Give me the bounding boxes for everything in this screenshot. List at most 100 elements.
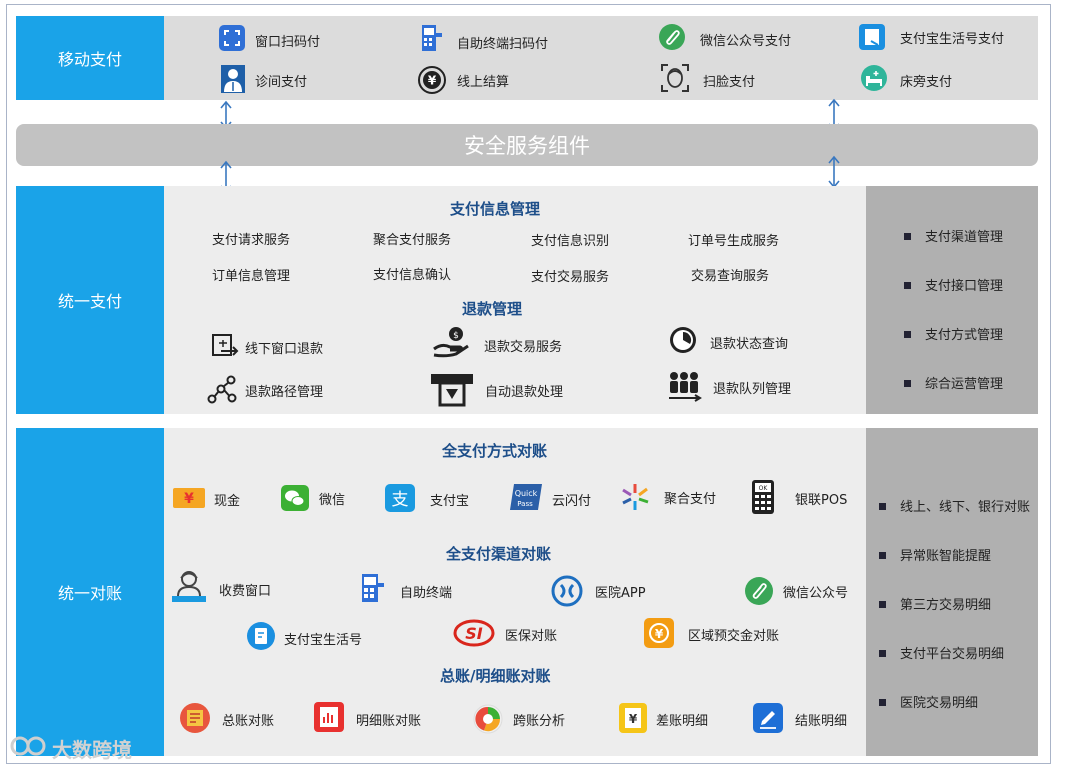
method-label: 微信: [319, 493, 346, 508]
service-item: 支付交易服务: [531, 270, 610, 285]
alipay-icon: 支: [385, 484, 415, 512]
side-menu-item: 异常账智能提醒: [879, 545, 991, 564]
ledger-label: 明细账对账: [356, 714, 422, 729]
service-item: 支付信息识别: [531, 234, 610, 249]
svg-text:$: $: [453, 331, 459, 341]
unified-pay-panel: [164, 186, 866, 414]
watermark-text: 大数跨境: [52, 738, 132, 762]
detail-ledger-icon: [314, 702, 344, 732]
diff-icon: ¥: [619, 703, 647, 733]
reconcile-sidebar: [866, 428, 1038, 756]
ledger-label: 结账明细: [795, 714, 848, 729]
side-menu-label: 异常账智能提醒: [900, 549, 992, 564]
side-menu-item: 支付平台交易明细: [879, 643, 1004, 662]
alipay-life-icon: [859, 24, 885, 50]
side-menu-item: 支付渠道管理: [904, 226, 1003, 245]
pen-icon: [753, 703, 783, 733]
cashier-icon: [172, 571, 206, 602]
svg-text:¥: ¥: [428, 74, 437, 88]
side-menu-label: 支付方式管理: [925, 328, 1004, 343]
security-component-bar: 安全服务组件: [16, 124, 1038, 166]
svg-text:支: 支: [392, 490, 409, 510]
svg-text:Pass: Pass: [517, 500, 533, 508]
refund-item-label: 退款路径管理: [245, 385, 324, 400]
side-menu-label: 第三方交易明细: [900, 598, 992, 613]
side-menu-item: 支付接口管理: [904, 275, 1003, 294]
section-title: 支付信息管理: [450, 200, 541, 218]
svg-text:Quick: Quick: [515, 489, 538, 498]
security-label: 安全服务组件: [464, 134, 590, 158]
mobile-item-label: 支付宝生活号支付: [900, 32, 1005, 47]
paperclip-icon: [745, 577, 773, 605]
channel-label: 医保对账: [505, 629, 558, 644]
ledger-label: 差账明细: [656, 714, 709, 729]
mobile-item-label: 床旁支付: [900, 75, 953, 90]
hand-coin-icon: $: [433, 327, 469, 358]
service-item: 交易查询服务: [691, 269, 770, 284]
pos-icon: OK: [752, 480, 774, 514]
face-scan-icon: [661, 64, 689, 92]
pie-icon: [473, 704, 503, 734]
section-title: 总账/明细账对账: [440, 667, 551, 685]
method-label: 聚合支付: [664, 492, 717, 507]
svg-text:¥: ¥: [629, 712, 638, 726]
watermark-logo-icon: [10, 736, 46, 756]
channel-label: 医院APP: [595, 586, 646, 601]
kiosk-icon: [362, 574, 384, 602]
side-menu-label: 支付平台交易明细: [900, 647, 1005, 662]
yuan-icon: ¥: [418, 66, 446, 94]
doctor-icon: [221, 65, 245, 93]
svg-text:¥: ¥: [184, 491, 194, 507]
clock-icon: [670, 327, 696, 353]
service-item: 支付请求服务: [212, 233, 291, 248]
side-menu-item: 综合运营管理: [904, 373, 1003, 392]
queue-icon: [669, 372, 702, 402]
side-menu-label: 医院交易明细: [900, 696, 979, 711]
mobile-item-label: 微信公众号支付: [700, 34, 792, 49]
unified-pay-sidebar: [866, 186, 1038, 414]
side-menu-label: 线上、线下、银行对账: [900, 500, 1031, 515]
mobile-pay-label: 移动支付: [57, 50, 122, 69]
service-item: 聚合支付服务: [373, 233, 452, 248]
mobile-pay-box: 移动支付: [16, 16, 164, 100]
side-menu-item: 医院交易明细: [879, 692, 978, 711]
refund-item-label: 线下窗口退款: [245, 342, 324, 357]
refund-item-label: 退款状态查询: [710, 337, 789, 352]
channel-label: 自助终端: [400, 586, 453, 601]
alipay-life-icon: [247, 622, 275, 650]
service-item: 支付信息确认: [373, 268, 452, 283]
route-icon: [207, 375, 237, 404]
wechat-icon: [281, 485, 309, 511]
unified-pay-label: 统一支付: [57, 292, 122, 311]
atm-icon: [431, 374, 473, 407]
mobile-item-label: 自助终端扫码付: [457, 37, 549, 52]
method-label: 支付宝: [430, 494, 470, 509]
unified-pay-box: 统一支付: [16, 186, 164, 414]
scan-frame-icon: [219, 25, 245, 51]
refund-window-icon: [212, 334, 239, 356]
reconcile-label: 统一对账: [57, 584, 122, 603]
service-item: 订单号生成服务: [688, 234, 780, 249]
service-item: 订单信息管理: [212, 269, 291, 284]
cash-icon: ¥: [173, 488, 205, 508]
ledger-icon: [180, 703, 210, 733]
bidirectional-arrow-icon: [828, 155, 840, 189]
mobile-pay-panel: [164, 16, 1038, 100]
quickpass-icon: Quick Pass: [510, 484, 542, 510]
section-title: 全支付渠道对账: [446, 545, 552, 563]
yuan-deposit-icon: ¥: [644, 618, 674, 648]
svg-text:OK: OK: [759, 485, 769, 492]
side-menu-item: 支付方式管理: [904, 324, 1003, 343]
mobile-item-label: 扫脸支付: [703, 75, 756, 90]
diagram-frame: [6, 4, 1051, 764]
side-menu-label: 综合运营管理: [925, 377, 1004, 392]
svg-text:SI: SI: [465, 624, 483, 643]
section-title: 全支付方式对账: [442, 442, 548, 460]
side-menu-item: 线上、线下、银行对账: [879, 496, 1030, 515]
paperclip-icon: [659, 24, 685, 50]
bed-icon: [861, 65, 887, 91]
refund-item-label: 退款交易服务: [484, 340, 563, 355]
mobile-item-label: 窗口扫码付: [255, 35, 321, 50]
side-menu-label: 支付渠道管理: [925, 230, 1004, 245]
method-label: 银联POS: [795, 493, 848, 508]
